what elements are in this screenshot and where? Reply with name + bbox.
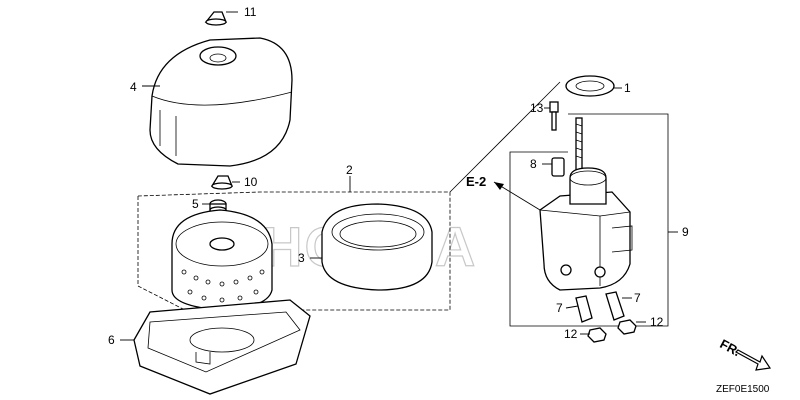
reference-arrowhead [494, 182, 504, 190]
callout-7-right: 7 [634, 291, 641, 305]
nut-right-part [617, 319, 637, 335]
callout-12-left: 12 [564, 327, 578, 341]
air-cleaner-cover-part [149, 37, 293, 167]
wing-nut-part [210, 175, 233, 190]
element-perforations [181, 269, 265, 303]
callout-7-left: 7 [556, 301, 563, 315]
nut-left-part [587, 327, 607, 343]
callout-6: 6 [108, 333, 115, 347]
callout-5: 5 [192, 197, 199, 211]
bolt-part [549, 101, 559, 131]
tube-left-part [575, 295, 593, 323]
callout-10: 10 [244, 175, 258, 189]
paper-element-part [171, 209, 273, 311]
front-label: FR. [717, 336, 743, 359]
group-2-bracket [137, 81, 561, 311]
callout-11: 11 [244, 5, 257, 19]
group-9-bracket [509, 113, 669, 327]
callout-4: 4 [130, 80, 137, 94]
callout-3: 3 [298, 251, 305, 265]
foam-element-part [321, 203, 433, 291]
collar-part [551, 157, 565, 177]
air-cleaner-case-part [133, 299, 311, 395]
callout-12-right: 12 [650, 315, 664, 329]
wing-nut-top-part [204, 11, 227, 26]
callout-1: 1 [624, 81, 631, 95]
callout-2: 2 [346, 163, 353, 177]
callout-9: 9 [682, 225, 689, 239]
tube-right-part [605, 291, 625, 321]
reference-label: E-2 [466, 174, 486, 189]
intake-elbow-part [539, 167, 633, 291]
leader-lines [120, 11, 678, 341]
callout-13: 13 [530, 101, 544, 115]
diagram-code: ZEF0E1500 [716, 384, 770, 395]
seal-ring-part [565, 75, 615, 97]
callout-8: 8 [530, 157, 537, 171]
front-direction-arrow: FR. [717, 336, 772, 371]
